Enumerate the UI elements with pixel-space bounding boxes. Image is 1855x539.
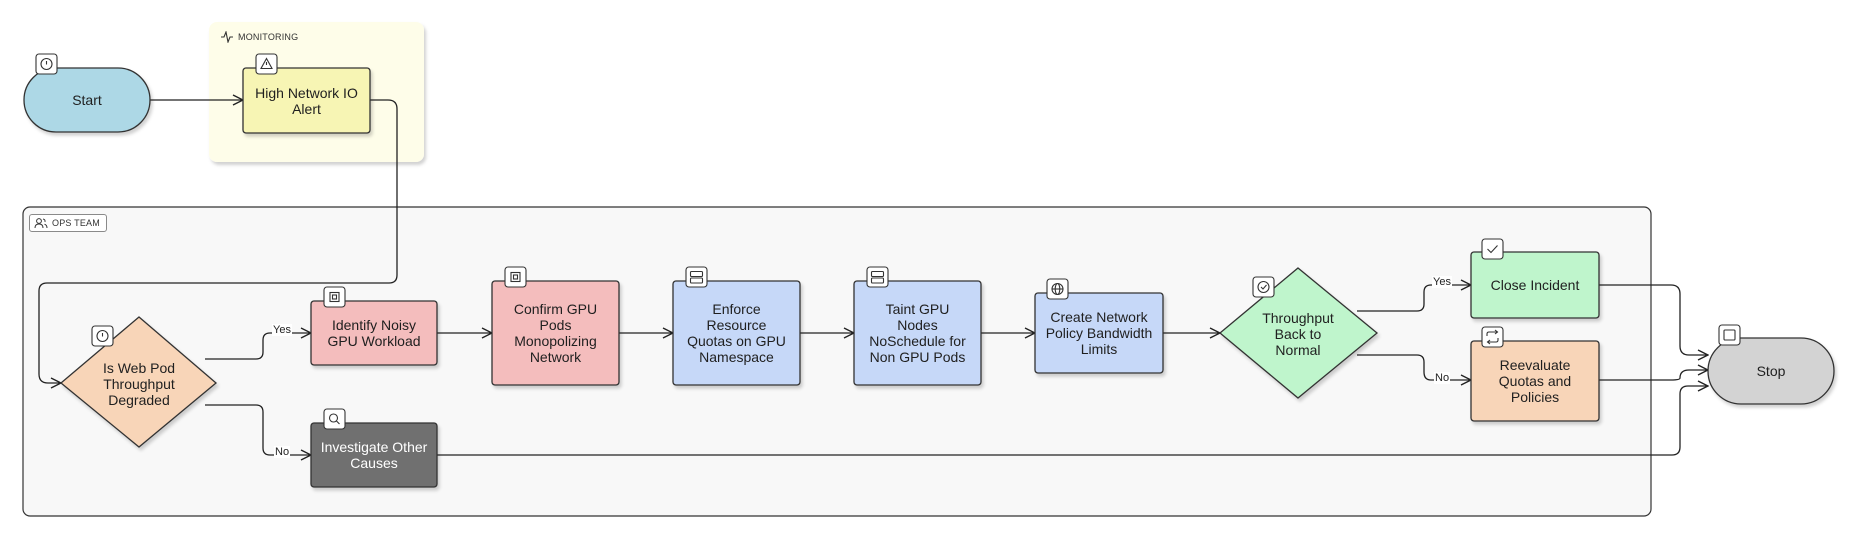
check-circle-icon: [1252, 276, 1275, 298]
server-icon: [685, 266, 708, 288]
node-close[interactable]: [1470, 251, 1600, 319]
node-decision-throughput[interactable]: [59, 316, 218, 448]
node-identify[interactable]: [310, 300, 438, 366]
edge-investigate-stop: [437, 386, 1708, 456]
node-policy[interactable]: [1034, 292, 1164, 374]
node-enforce[interactable]: [672, 280, 801, 386]
lane-ops: [22, 206, 1652, 517]
edge-label-no-reevaluate: No: [1434, 372, 1451, 384]
lane-label-monitoring: MONITORING: [220, 31, 298, 43]
clock-icon: [91, 325, 114, 347]
clock-icon: [35, 53, 58, 75]
node-taint[interactable]: [853, 280, 982, 386]
warning-icon: [255, 53, 278, 75]
check-square-icon: [1481, 238, 1504, 260]
node-confirm[interactable]: [491, 280, 620, 386]
lane-title-ops: OPS TEAM: [52, 218, 100, 228]
activity-icon: [221, 31, 233, 43]
node-stop[interactable]: [1707, 337, 1835, 405]
edge-label-no-investigate: No: [274, 446, 291, 458]
users-icon: [34, 218, 48, 229]
lane-title-monitoring: MONITORING: [238, 32, 299, 42]
edge-label-yes-identify: Yes: [272, 324, 292, 336]
edge-no-investigate: [205, 404, 311, 455]
node-decision-normal[interactable]: [1218, 267, 1379, 399]
square-icon: [1718, 324, 1741, 346]
node-reevaluate[interactable]: [1470, 340, 1600, 422]
edge-label-yes-close: Yes: [1432, 276, 1452, 288]
edge-reevaluate-stop: [1599, 370, 1708, 381]
cpu-icon: [504, 266, 527, 288]
edge-yes-close: [1357, 285, 1471, 312]
lane-label-ops: OPS TEAM: [29, 214, 107, 232]
repeat-icon: [1481, 326, 1504, 348]
node-start[interactable]: [23, 67, 151, 133]
node-investigate[interactable]: [310, 422, 438, 488]
edge-no-reevaluate: [1357, 354, 1471, 380]
edge-yes-identify: [205, 333, 311, 360]
edge-alert-decision: [38, 99, 398, 383]
edge-close-stop: [1599, 284, 1708, 355]
search-icon: [323, 408, 346, 430]
cpu-icon: [323, 286, 346, 308]
server-icon: [866, 266, 889, 288]
globe-icon: [1046, 278, 1069, 300]
node-alert[interactable]: [242, 67, 371, 134]
